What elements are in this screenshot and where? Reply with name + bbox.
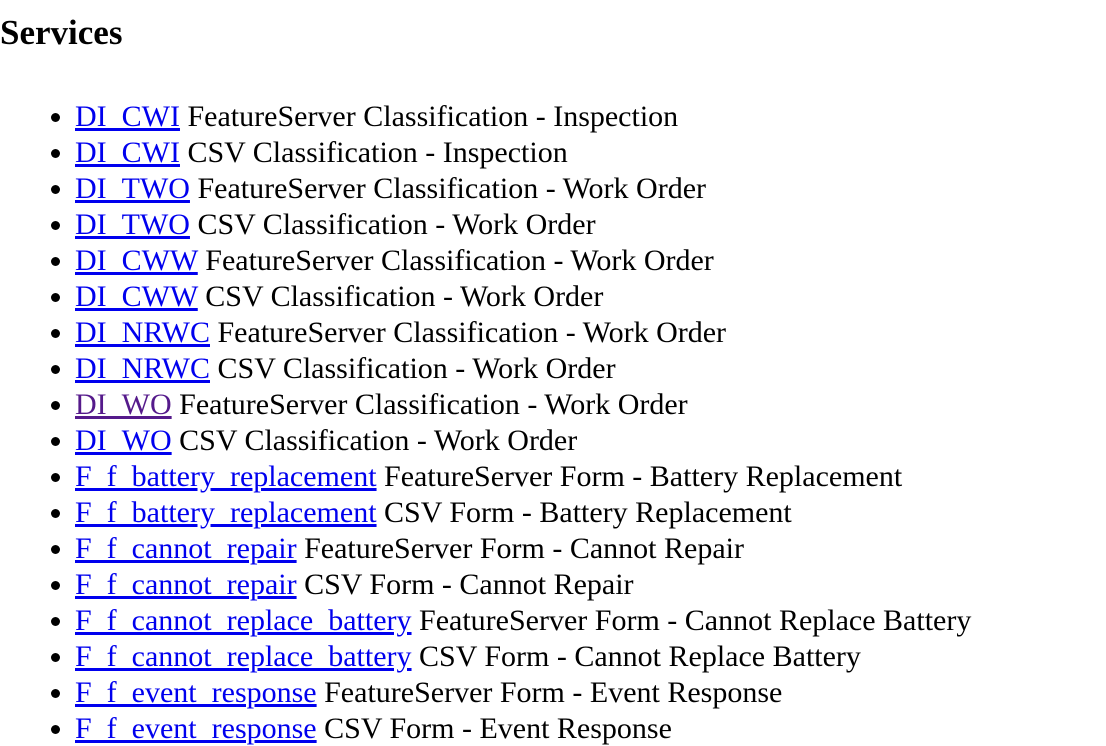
- service-link[interactable]: F_f_battery_replacement: [75, 496, 377, 529]
- service-description: FeatureServer Classification - Work Orde…: [179, 388, 688, 421]
- service-description: FeatureServer Classification - Inspectio…: [187, 100, 679, 133]
- page-title: Services: [0, 13, 123, 52]
- service-list-item: DI_CWW FeatureServer Classification - Wo…: [75, 243, 1106, 279]
- service-description: FeatureServer Classification - Work Orde…: [197, 172, 707, 205]
- service-link[interactable]: DI_WO: [75, 424, 172, 457]
- service-list-item: F_f_event_response CSV Form - Event Resp…: [75, 711, 1106, 746]
- service-link[interactable]: DI_CWI: [75, 136, 180, 169]
- service-list-item: DI_TWO CSV Classification - Work Order: [75, 207, 1106, 243]
- service-list-item: F_f_battery_replacement CSV Form - Batte…: [75, 495, 1106, 531]
- service-list-item: DI_CWI CSV Classification - Inspection: [75, 135, 1106, 171]
- service-list-item: DI_CWW CSV Classification - Work Order: [75, 279, 1106, 315]
- service-list-item: DI_WO CSV Classification - Work Order: [75, 423, 1106, 459]
- service-list-item: F_f_cannot_repair FeatureServer Form - C…: [75, 531, 1106, 567]
- service-list-item: DI_WO FeatureServer Classification - Wor…: [75, 387, 1106, 423]
- service-link[interactable]: DI_NRWC: [75, 316, 210, 349]
- service-description: CSV Classification - Work Order: [205, 280, 604, 313]
- service-description: FeatureServer Form - Cannot Repair: [304, 532, 744, 565]
- service-description: CSV Classification - Work Order: [179, 424, 578, 457]
- service-link[interactable]: DI_CWW: [75, 244, 198, 277]
- service-link[interactable]: DI_TWO: [75, 208, 190, 241]
- service-description: CSV Classification - Inspection: [187, 136, 568, 169]
- service-link[interactable]: F_f_cannot_replace_battery: [75, 640, 412, 673]
- service-list-item: DI_CWI FeatureServer Classification - In…: [75, 99, 1106, 135]
- service-link[interactable]: F_f_battery_replacement: [75, 460, 377, 493]
- service-description: FeatureServer Classification - Work Orde…: [217, 316, 727, 349]
- service-description: CSV Form - Cannot Repair: [304, 568, 634, 601]
- service-list-item: F_f_cannot_replace_battery CSV Form - Ca…: [75, 639, 1106, 675]
- service-list-item: F_f_cannot_replace_battery FeatureServer…: [75, 603, 1106, 639]
- service-list-item: DI_TWO FeatureServer Classification - Wo…: [75, 171, 1106, 207]
- service-description: CSV Form - Cannot Replace Battery: [419, 640, 861, 673]
- service-description: FeatureServer Form - Cannot Replace Batt…: [419, 604, 972, 637]
- service-list-item: F_f_cannot_repair CSV Form - Cannot Repa…: [75, 567, 1106, 603]
- service-link[interactable]: DI_NRWC: [75, 352, 210, 385]
- services-list: DI_CWI FeatureServer Classification - In…: [0, 99, 1106, 746]
- service-description: FeatureServer Classification - Work Orde…: [205, 244, 714, 277]
- service-link[interactable]: DI_TWO: [75, 172, 190, 205]
- service-link[interactable]: DI_CWW: [75, 280, 198, 313]
- service-link[interactable]: DI_WO: [75, 388, 172, 421]
- service-description: FeatureServer Form - Battery Replacement: [384, 460, 903, 493]
- service-list-item: DI_NRWC CSV Classification - Work Order: [75, 351, 1106, 387]
- service-list-item: F_f_event_response FeatureServer Form - …: [75, 675, 1106, 711]
- service-link[interactable]: F_f_event_response: [75, 712, 317, 745]
- service-list-item: DI_NRWC FeatureServer Classification - W…: [75, 315, 1106, 351]
- service-list-item: F_f_battery_replacement FeatureServer Fo…: [75, 459, 1106, 495]
- service-description: CSV Classification - Work Order: [217, 352, 616, 385]
- service-description: FeatureServer Form - Event Response: [324, 676, 783, 709]
- service-link[interactable]: F_f_cannot_repair: [75, 532, 297, 565]
- service-link[interactable]: F_f_cannot_replace_battery: [75, 604, 412, 637]
- service-link[interactable]: F_f_event_response: [75, 676, 317, 709]
- service-description: CSV Classification - Work Order: [197, 208, 596, 241]
- service-description: CSV Form - Event Response: [324, 712, 672, 745]
- service-link[interactable]: F_f_cannot_repair: [75, 568, 297, 601]
- service-link[interactable]: DI_CWI: [75, 100, 180, 133]
- service-description: CSV Form - Battery Replacement: [384, 496, 792, 529]
